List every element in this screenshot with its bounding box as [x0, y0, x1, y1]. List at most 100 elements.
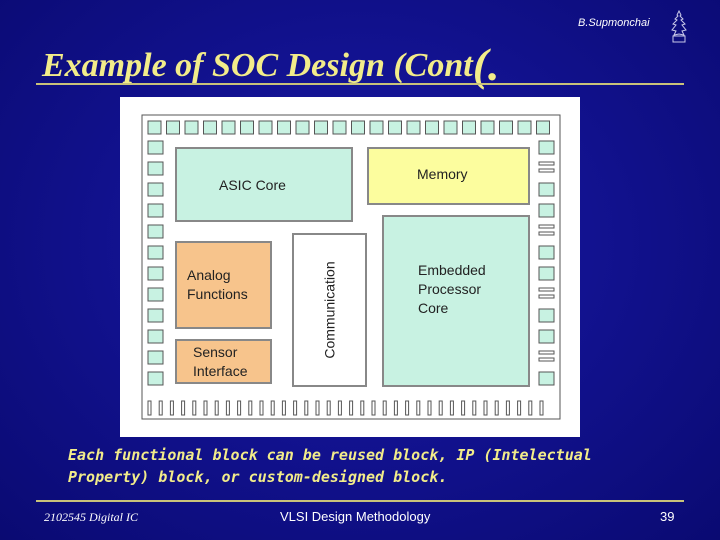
pad-top — [462, 120, 476, 135]
pad-left — [147, 182, 164, 197]
pad-bottom — [438, 400, 443, 416]
pad-bottom — [405, 400, 410, 416]
pad-right — [538, 287, 555, 292]
pad-bottom — [349, 400, 354, 416]
analog-label-line2: Functions — [187, 285, 248, 302]
pad-bottom — [483, 400, 488, 416]
pad-right — [538, 224, 555, 229]
slide-caption: Each functional block can be reused bloc… — [68, 444, 688, 488]
soc-diagram: ASIC Core Memory Analog Functions Sensor… — [120, 97, 580, 437]
pad-top — [258, 120, 273, 135]
pad-right — [538, 371, 555, 386]
memory-label: Memory — [417, 166, 468, 182]
embedded-label-line2: Processor — [418, 280, 482, 297]
asic-core-label: ASIC Core — [219, 177, 286, 193]
pad-bottom — [472, 400, 477, 416]
pad-bottom — [304, 400, 309, 416]
pad-bottom — [225, 400, 230, 416]
pad-bottom — [505, 400, 510, 416]
pad-left — [147, 266, 164, 281]
sensor-interface-label: Sensor Interface — [193, 343, 247, 381]
pad-bottom — [326, 400, 331, 416]
pad-top — [406, 120, 421, 135]
pad-top — [203, 120, 217, 135]
pad-top — [351, 120, 365, 135]
pad-left — [147, 203, 164, 218]
pad-bottom — [158, 400, 163, 416]
pad-bottom — [461, 400, 466, 416]
pad-bottom — [192, 400, 197, 416]
course-name: VLSI Design Methodology — [280, 509, 431, 524]
sensor-interface-block: Sensor Interface — [175, 339, 272, 384]
pad-bottom — [237, 400, 242, 416]
title-divider — [36, 83, 684, 85]
pad-bottom — [360, 400, 365, 416]
pad-top — [295, 120, 310, 135]
pad-top — [517, 120, 532, 135]
pad-right — [538, 308, 555, 323]
caption-line2: Property) block, or custom-designed bloc… — [68, 468, 448, 486]
pad-top — [443, 120, 458, 135]
pad-right — [538, 203, 555, 218]
pad-left — [147, 140, 164, 155]
analog-functions-block: Analog Functions — [175, 241, 272, 329]
pad-right — [538, 357, 555, 362]
pad-right — [538, 294, 555, 299]
communication-label: Communication — [321, 261, 338, 359]
sensor-label-line2: Interface — [193, 362, 248, 379]
pad-bottom — [416, 400, 421, 416]
pad-bottom — [293, 400, 298, 416]
pad-right — [538, 140, 555, 155]
pad-right — [538, 231, 555, 236]
pad-bottom — [147, 400, 152, 416]
pad-bottom — [371, 400, 376, 416]
pad-bottom — [315, 400, 320, 416]
pad-left — [147, 287, 164, 302]
pad-bottom — [539, 400, 544, 416]
pad-bottom — [169, 400, 174, 416]
pad-left — [147, 350, 164, 365]
pad-left — [147, 371, 164, 386]
pad-right — [538, 168, 555, 173]
asic-core-block: ASIC Core — [175, 147, 353, 222]
pad-top — [240, 120, 254, 135]
pad-left — [147, 329, 164, 344]
pad-bottom — [517, 400, 522, 416]
page-number: 39 — [660, 509, 675, 524]
pad-top — [221, 120, 236, 135]
pad-top — [425, 120, 439, 135]
embedded-label-line3: Core — [418, 299, 449, 316]
pad-top — [147, 120, 162, 135]
analog-label-line1: Analog — [187, 267, 231, 283]
pad-ring — [141, 114, 561, 420]
pad-bottom — [259, 400, 264, 416]
slide-title-paren: (. — [472, 39, 500, 90]
pad-right — [538, 161, 555, 166]
pad-top — [480, 120, 495, 135]
pad-bottom — [449, 400, 454, 416]
sensor-label-line1: Sensor — [193, 344, 238, 360]
author-name: B.Supmonchai — [578, 17, 650, 29]
pad-bottom — [393, 400, 398, 416]
caption-line1: Each functional block can be reused bloc… — [68, 446, 592, 464]
pad-right — [538, 350, 555, 355]
pad-top — [277, 120, 291, 135]
pad-right — [538, 266, 555, 281]
course-code: 2102545 Digital IC — [44, 510, 139, 524]
pad-right — [538, 329, 555, 344]
pad-bottom — [181, 400, 186, 416]
pad-left — [147, 245, 164, 260]
pad-top — [314, 120, 328, 135]
pad-bottom — [214, 400, 219, 416]
footer-divider — [36, 500, 684, 502]
pad-bottom — [528, 400, 533, 416]
pad-top — [332, 120, 347, 135]
pad-bottom — [494, 400, 499, 416]
embedded-processor-label: Embedded Processor Core — [418, 261, 486, 318]
pad-left — [147, 161, 164, 176]
communication-block: Communication — [292, 233, 367, 387]
pad-top — [184, 120, 199, 135]
pad-left — [147, 224, 164, 239]
pad-bottom — [382, 400, 387, 416]
pad-right — [538, 182, 555, 197]
